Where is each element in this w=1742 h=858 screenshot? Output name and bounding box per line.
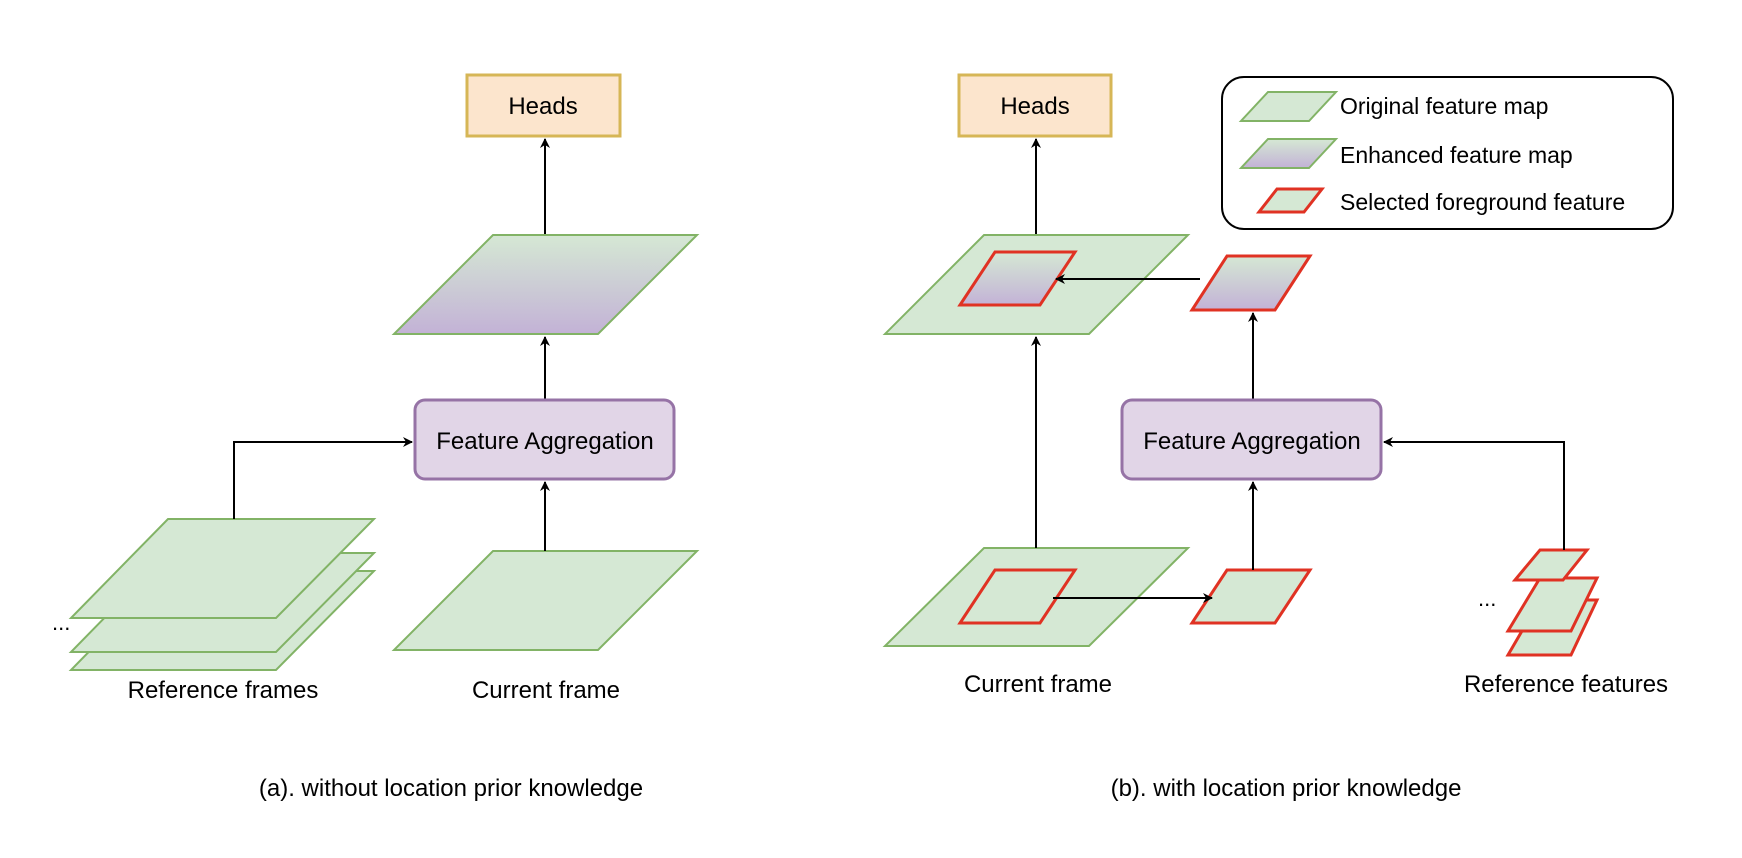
heads-label-b: Heads: [1000, 93, 1069, 120]
feature-aggregation-box-b: [1120, 398, 1383, 481]
feature-aggregation-label-b: Feature Aggregation: [1143, 428, 1361, 455]
panel-a: Heads Feature Aggregation ... Reference …: [52, 73, 700, 802]
enhanced-selected-feature-b: [1189, 254, 1313, 312]
selected-foreground-feature-b: [1189, 568, 1313, 625]
legend-box: [1221, 76, 1674, 230]
reference-feature-2: [1505, 576, 1600, 633]
reference-features-label: Reference features: [1464, 671, 1668, 698]
feature-aggregation-label-a: Feature Aggregation: [436, 428, 654, 455]
arrow-reference-to-aggregation-b: [1383, 437, 1565, 550]
legend-enhanced-label: Enhanced feature map: [1340, 142, 1573, 168]
reference-frames-label: Reference frames: [128, 677, 319, 704]
heads-label-a: Heads: [508, 93, 577, 120]
caption-a: (a). without location prior knowledge: [259, 775, 643, 802]
selected-region-current-b: [957, 568, 1078, 625]
current-frame-label-a: Current frame: [472, 677, 620, 704]
reference-feature-1: [1511, 548, 1591, 582]
current-frame-a: [391, 550, 700, 651]
heads-box-b: [957, 73, 1113, 138]
caption-b: (b). with location prior knowledge: [1111, 775, 1462, 802]
enhanced-feature-map-a: [391, 234, 700, 335]
current-frame-label-b: Current frame: [964, 671, 1112, 698]
legend-enhanced-swatch: [1238, 138, 1339, 169]
legend-original-swatch: [1238, 91, 1339, 122]
legend: Original feature map Enhanced feature ma…: [1221, 76, 1674, 230]
enhanced-selected-region-b: [957, 250, 1078, 307]
reference-ellipsis-a: ...: [52, 610, 70, 635]
legend-selected-label: Selected foreground feature: [1340, 189, 1625, 215]
legend-original-label: Original feature map: [1340, 93, 1548, 119]
arrow-reference-to-aggregation-a: [233, 437, 413, 519]
panel-b: Heads Feature Aggregation ...: [882, 73, 1668, 802]
reference-frame-1: [68, 518, 377, 619]
feature-aggregation-box-a: [413, 398, 676, 481]
reference-ellipsis-b: ...: [1478, 586, 1496, 611]
heads-box-a: [465, 73, 622, 138]
legend-selected-swatch: [1255, 187, 1326, 214]
